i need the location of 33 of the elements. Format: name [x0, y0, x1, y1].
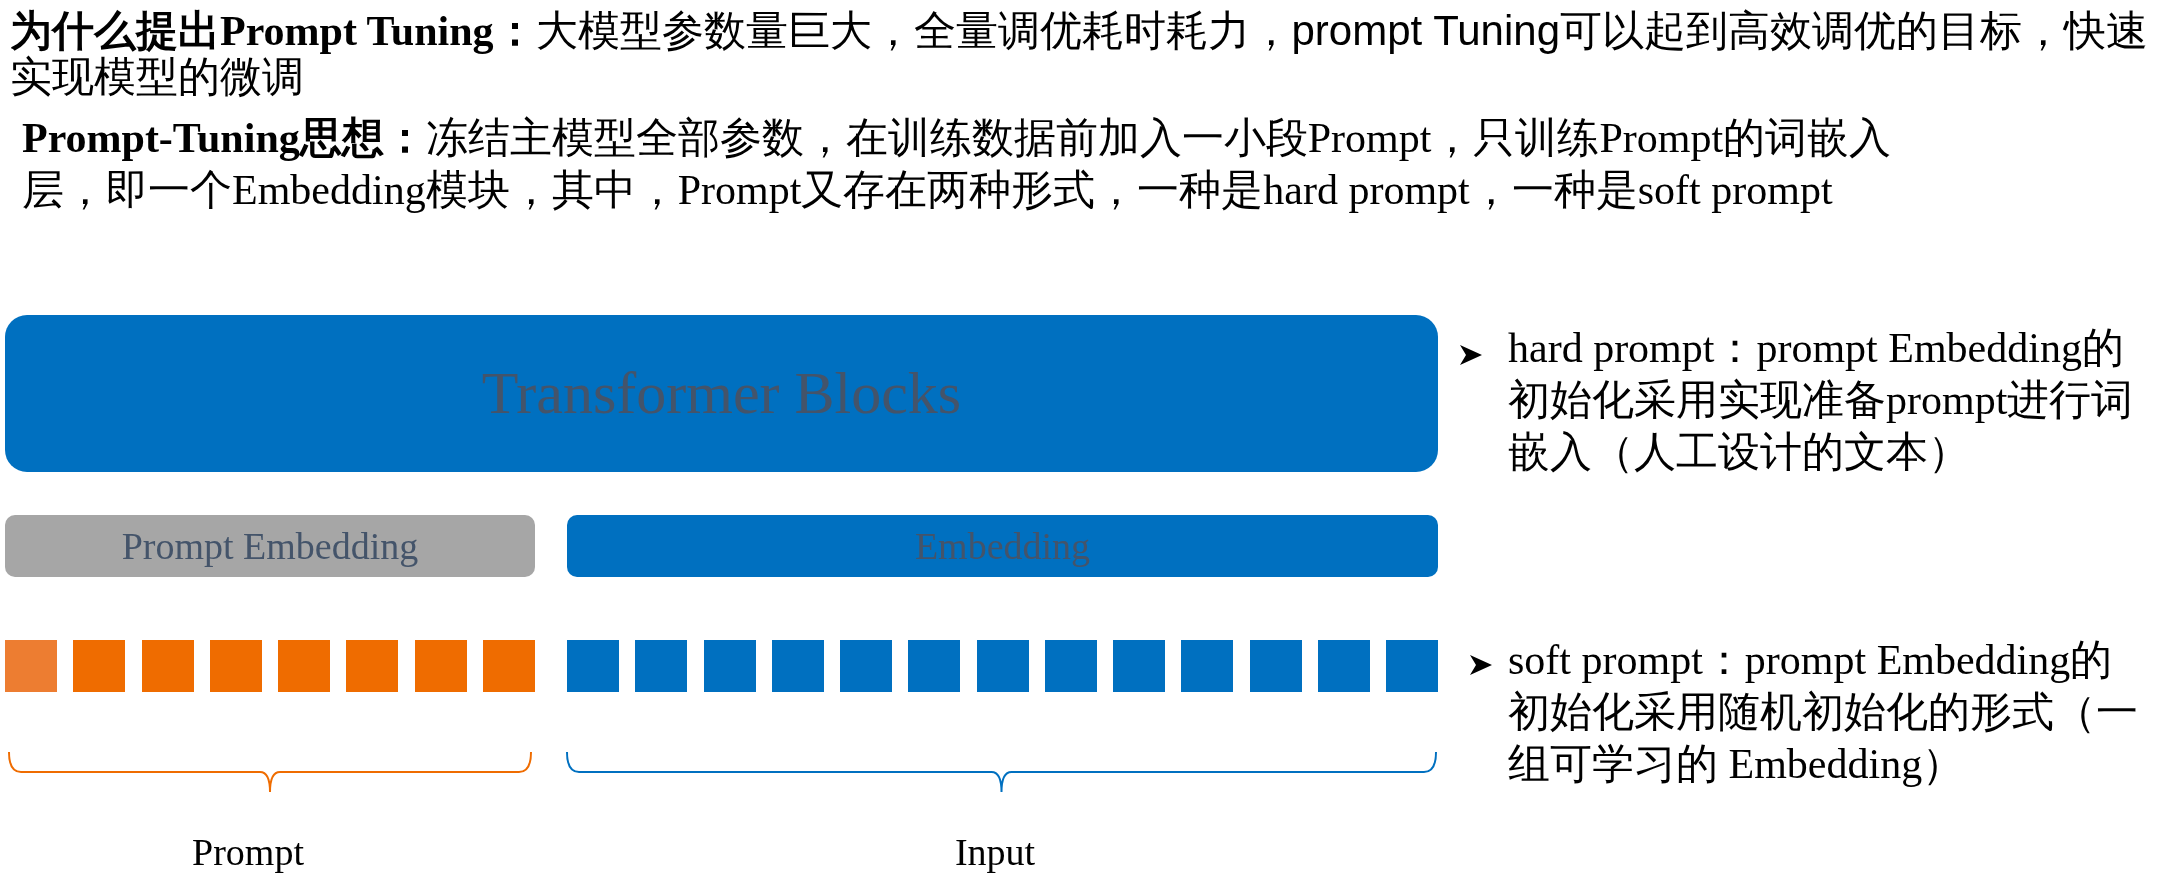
token-square — [635, 640, 688, 692]
token-square — [1181, 640, 1234, 692]
paragraph: Prompt-Tuning思想：冻结主模型全部参数，在训练数据前加入一小段Prompt，只训练Prompt的词嵌入层，即一个Embedding模块，其中，Prompt又存在两种形式，一种是hard prompt，一种是soft prompt — [22, 114, 1893, 215]
token-square — [1113, 640, 1165, 692]
box-label: Prompt Embedding — [121, 524, 419, 568]
token-square — [1386, 640, 1438, 692]
bracket-label: Input — [953, 830, 1037, 874]
token-square — [414, 640, 467, 692]
token-square — [976, 640, 1029, 692]
token-square — [771, 640, 824, 692]
token-square — [73, 640, 126, 692]
token-square — [1044, 640, 1097, 692]
bullet-text: soft prompt：prompt Embedding的初始化采用随机初始化的形式（一组可学习的 Embedding） — [1508, 636, 2139, 789]
token-square — [278, 640, 331, 692]
token-square — [5, 640, 57, 692]
token-square — [346, 640, 399, 692]
token-square — [567, 640, 619, 692]
token-square — [840, 640, 892, 692]
box-label: Transformer Blocks — [481, 359, 962, 428]
token-square — [209, 640, 262, 692]
token-square — [141, 640, 194, 692]
token-square — [908, 640, 961, 692]
embedding-layer-box — [5, 515, 535, 577]
bullet-text: hard prompt：prompt Embedding的初始化采用实现准备prompt进行词嵌入（人工设计的文本） — [1508, 324, 2135, 477]
token-square — [1249, 640, 1302, 692]
transformer-block — [5, 315, 1438, 472]
token-square — [1317, 640, 1370, 692]
paragraph: 为什么提出Prompt Tuning：大模型参数量巨大，全量调优耗时耗力，prompt Tuning可以起到高效调优的目标，快速实现模型的微调 — [10, 8, 2149, 100]
token-square — [703, 640, 756, 692]
token-square — [483, 640, 535, 692]
bracket-label: Prompt — [191, 830, 305, 874]
embedding-layer-box — [567, 515, 1438, 577]
box-label: Embedding — [914, 524, 1091, 568]
